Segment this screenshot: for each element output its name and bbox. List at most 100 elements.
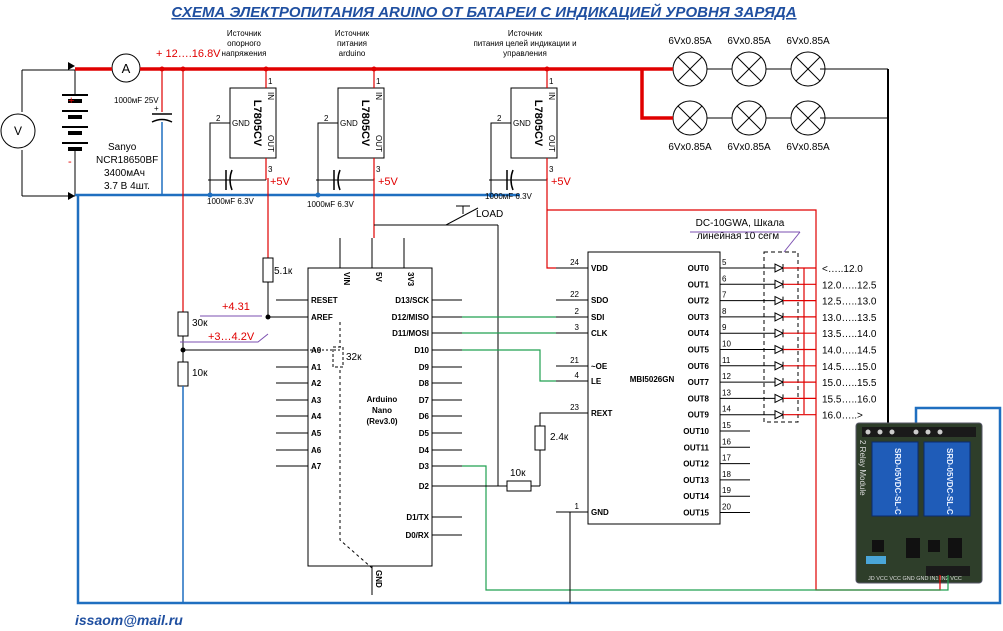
- plus-5v-label: +5V: [270, 176, 291, 188]
- lamp-rating: 6Vx0.85A: [786, 142, 830, 153]
- driver-pin-num: 21: [570, 356, 579, 365]
- regulator-part: L7805CV: [359, 100, 371, 147]
- main-capacitor-label: 1000мF 25V: [114, 96, 159, 105]
- driver-pin-vdd: VDD: [591, 264, 608, 273]
- pin-1-label: 1: [376, 77, 381, 86]
- reg3-capacitor-label: 1000мF 6.3V: [485, 192, 533, 201]
- driver-out-num: 14: [722, 405, 731, 414]
- driver-out-num: 5: [722, 258, 727, 267]
- driver-pin-num: 1: [575, 502, 580, 511]
- driver-out-num: 18: [722, 470, 731, 479]
- range-label: 12.0…..12.5: [822, 280, 877, 291]
- pin-2-label: 2: [497, 114, 502, 123]
- resistor-32k: [332, 346, 344, 368]
- arduino-pin-a5: A5: [311, 429, 322, 438]
- driver-out12: OUT12: [683, 460, 709, 469]
- arduino-pin-a1: A1: [311, 363, 322, 372]
- driver-out-num: 12: [722, 372, 731, 381]
- relay1-model: SRD-05VDC-SL-C: [893, 448, 902, 515]
- pin-3-label: 3: [268, 165, 273, 174]
- regulator-label1: Источник: [335, 29, 370, 38]
- arduino-pin-d3: D3: [419, 462, 430, 471]
- lamp: 6Vx0.85A: [727, 36, 791, 87]
- arduino-pin-d13-sck: D13/SCK: [395, 296, 429, 305]
- pin-2-label: 2: [216, 114, 221, 123]
- arduino-pin-3v3: 3V3: [406, 272, 415, 287]
- driver-out4: OUT4: [688, 329, 710, 338]
- driver-pin-sdo: SDO: [591, 296, 608, 305]
- lamp-rating: 6Vx0.85A: [668, 142, 712, 153]
- arduino-pin-aref: AREF: [311, 313, 333, 322]
- resistor-10k-divider-label: 10к: [192, 368, 208, 379]
- pin-in-label: IN: [266, 92, 275, 100]
- driver-out2: OUT2: [688, 297, 710, 306]
- driver-out8: OUT8: [688, 394, 710, 403]
- lamp: 6Vx0.85A: [668, 100, 732, 153]
- driver-out-num: 11: [722, 356, 731, 365]
- main-capacitor: 1000мF 25V +: [114, 69, 173, 195]
- battery-count: 3.7 В 4шт.: [104, 181, 150, 192]
- plus-5v-label: +5V: [378, 176, 399, 188]
- arduino-pin-a2: A2: [311, 379, 322, 388]
- pin-1-label: 1: [268, 77, 273, 86]
- resistor-2k4: [534, 425, 546, 451]
- arduino-pin-d10: D10: [414, 346, 429, 355]
- led-segment: [774, 393, 785, 404]
- arduino-model: Nano: [372, 406, 392, 415]
- pin-3-label: 3: [549, 165, 554, 174]
- lamp-rating: 6Vx0.85A: [786, 36, 830, 47]
- arduino-pin-d8: D8: [419, 379, 430, 388]
- range-label: <…..12.0: [822, 264, 863, 275]
- driver-out10: OUT10: [683, 427, 709, 436]
- led-segment: [774, 377, 785, 387]
- led-segment: [774, 344, 785, 355]
- regulator-label3: arduino: [339, 49, 366, 58]
- driver-pin-clk: CLK: [591, 329, 608, 338]
- led-segment: [774, 295, 785, 306]
- pin-gnd-label: GND: [340, 119, 358, 128]
- range-label: 13.0…..13.5: [822, 313, 877, 324]
- driver-out13: OUT13: [683, 476, 709, 485]
- lamp: 6Vx0.85A: [786, 100, 830, 153]
- diagram-title: СХЕМА ЭЛЕКТРОПИТАНИЯ ARUINO ОТ БАТАРЕИ С…: [171, 3, 796, 21]
- driver-pin-num: 23: [570, 403, 579, 412]
- driver-pin-num: 22: [570, 290, 579, 299]
- regulator-1: L7805CVINOUTGND123Источникопорногонапряж…: [207, 29, 291, 198]
- relay2-model: SRD-05VDC-SL-C: [945, 448, 954, 515]
- regulator-part: L7805CV: [532, 100, 544, 147]
- arduino-pin-a3: A3: [311, 396, 322, 405]
- relay-board-label: 2 Relay Module: [858, 440, 867, 496]
- lamp-rating: 6Vx0.85A: [727, 36, 771, 47]
- battery-section: V + - Sanyo NCR18650BF 3400мАч 3.7 В 4шт…: [0, 48, 221, 200]
- regulator-2: L7805CVINOUTGND123Источникпитанияarduino…: [315, 29, 399, 198]
- driver-out-num: 15: [722, 421, 731, 430]
- pin-out-label: OUT: [266, 135, 275, 152]
- reg1-capacitor-label: 1000мF 6.3V: [207, 197, 255, 206]
- battery-capacity: 3400мАч: [104, 168, 145, 179]
- bargraph-model: DC-10GWA, Шкала: [696, 218, 785, 229]
- regulator-part: L7805CV: [251, 100, 263, 147]
- regulator-label2: опорного: [227, 39, 261, 48]
- driver-out-num: 17: [722, 454, 731, 463]
- regulator-label1: Источник: [227, 29, 262, 38]
- arduino-name: Arduino: [367, 395, 398, 404]
- battery-plus: +: [68, 95, 74, 107]
- led-segment: [774, 312, 785, 322]
- author-email: issaom@mail.ru: [75, 612, 183, 628]
- relay-module: SRD-05VDC-SL-C SRD-05VDC-SL-C 2 Relay Mo…: [855, 422, 983, 584]
- resistor-10k-load-label: 10к: [510, 468, 526, 479]
- voltmeter-label: V: [14, 124, 22, 138]
- arduino-pin-a7: A7: [311, 462, 322, 471]
- led-segment: [774, 328, 785, 339]
- pin-3-label: 3: [376, 165, 381, 174]
- range-label: 13.5…..14.0: [822, 329, 877, 340]
- driver-out3: OUT3: [688, 313, 710, 322]
- driver-out-num: 13: [722, 388, 731, 397]
- led-segment: [774, 360, 785, 371]
- led-bargraph: <…..12.012.0…..12.512.5…..13.013.0…..13.…: [690, 218, 877, 423]
- resistor-5k1-label: 5.1к: [274, 266, 293, 277]
